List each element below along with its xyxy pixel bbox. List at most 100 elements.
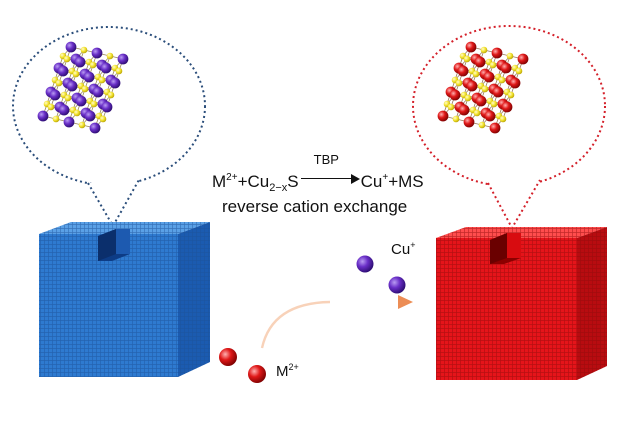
cu2s-metal-atom — [58, 104, 70, 116]
right-bubble-outline — [412, 25, 606, 187]
ms-sulfur-atom — [473, 109, 481, 117]
ms-metal-atom — [463, 116, 475, 128]
cu2s-metal-atom — [63, 116, 75, 128]
cu2s-sulfur-atom — [73, 109, 81, 117]
process-caption: reverse cation exchange — [222, 197, 408, 216]
cu2s-sulfur-atom — [81, 85, 89, 93]
ms-sulfur-atom — [515, 67, 523, 75]
plus-cu: +Cu — [237, 172, 270, 191]
cu2s-metal-atom — [101, 101, 113, 113]
cu2s-metal-atom — [84, 110, 96, 122]
incoming-ion-charge: 2+ — [288, 362, 299, 372]
reactant-s: S — [287, 172, 299, 191]
product-cu-charge: + — [382, 172, 389, 183]
left-zoom-bubble — [12, 26, 206, 229]
ms-metal-atom — [484, 110, 496, 122]
cu2s-lattice — [37, 41, 129, 134]
ms-metal-atom — [500, 62, 512, 74]
ms-metal-atom — [509, 77, 521, 89]
ms-metal-atom — [501, 101, 513, 113]
cu2s-metal-atom — [37, 110, 49, 122]
ms-sulfur-atom — [499, 115, 507, 123]
cu2s-sulfur-atom — [90, 100, 98, 108]
ms-metal-atom — [437, 110, 449, 122]
cu2s-sulfur-atom — [64, 94, 72, 102]
reactant-m: M — [212, 172, 227, 191]
ms-metal-atom — [475, 95, 487, 107]
released-ion-label: Cu+ — [391, 240, 415, 258]
ms-metal-atom — [489, 122, 501, 134]
ms-nanocube — [436, 227, 607, 380]
ms-metal-atom — [517, 53, 529, 65]
ms-sulfur-atom — [507, 91, 515, 99]
cu2s-sulfur-atom — [47, 103, 55, 111]
cu2s-sulfur-atom — [55, 79, 63, 87]
ms-sulfur-atom — [452, 115, 460, 123]
ms-sulfur-atom — [447, 103, 455, 111]
right-zoom-bubble — [412, 25, 606, 231]
ms-metal-atom — [457, 65, 469, 77]
ms-sulfur-atom — [480, 46, 488, 54]
reaction-equation: M2++Cu2−xS TBP Cu++MS — [212, 152, 424, 194]
cu2s-sulfur-atom — [99, 115, 107, 123]
cu2s-sulfur-atom — [52, 115, 60, 123]
cu2s-metal-atom — [83, 71, 95, 83]
cu2s-sulfur-atom — [89, 61, 97, 69]
cu2s-metal-atom — [75, 95, 87, 107]
product-cu: Cu — [360, 172, 383, 191]
cu2s-metal-atom — [117, 53, 129, 65]
left-bubble-outline — [12, 26, 206, 186]
cu2s-metal-atom — [91, 47, 103, 59]
cu2s-sulfur-atom — [80, 46, 88, 54]
ms-sulfur-atom — [489, 61, 497, 69]
reaction-arrow: TBP — [300, 152, 360, 185]
cu2s-metal-atom — [57, 65, 69, 77]
ms-sulfur-atom — [481, 85, 489, 93]
released-ion-base: Cu — [391, 241, 411, 258]
released-ion-charge: + — [410, 240, 416, 250]
cu2s-metal-atom — [92, 86, 104, 98]
ms-metal-atom — [458, 104, 470, 116]
ms-sulfur-atom — [464, 94, 472, 102]
incoming-m-ions — [219, 348, 266, 383]
exchange-arrow — [236, 295, 413, 349]
ms-metal-atom — [449, 89, 461, 101]
cu2s-sulfur-atom — [63, 55, 71, 63]
product-ms: +MS — [388, 172, 424, 191]
ms-metal-atom — [483, 71, 495, 83]
cu2s-metal-atom — [49, 89, 61, 101]
catalyst-label: TBP — [313, 152, 339, 167]
cu2s-sulfur-atom — [78, 121, 86, 129]
ms-sulfur-atom — [472, 70, 480, 78]
ms-sulfur-atom — [478, 121, 486, 129]
cu2s-metal-atom — [66, 80, 78, 92]
ms-sulfur-atom — [498, 76, 506, 84]
right-bubble-pointer — [487, 179, 541, 231]
cu2s-sulfur-atom — [115, 67, 123, 75]
cu2s-sulfur-atom — [107, 91, 115, 99]
incoming-ion-base: M — [276, 363, 289, 380]
cu2s-sulfur-atom — [72, 70, 80, 78]
ms-metal-atom — [466, 80, 478, 92]
ms-sulfur-atom — [455, 79, 463, 87]
cu-subscript: 2−x — [269, 182, 288, 194]
cu2s-metal-atom — [89, 122, 101, 134]
reaction-arrow-line — [300, 178, 353, 180]
ms-metal-atom — [474, 56, 486, 68]
ms-metal-atom — [465, 41, 477, 53]
ms-sulfur-atom — [506, 52, 514, 60]
left-bubble-pointer — [87, 177, 141, 229]
cu2s-sulfur-atom — [106, 52, 114, 60]
cu2s-metal-atom — [100, 62, 112, 74]
reaction-arrow-head — [350, 173, 360, 184]
reactant-m-charge: 2+ — [226, 172, 238, 183]
cu2s-metal-atom — [74, 56, 86, 68]
cu2s-nanocube — [39, 222, 210, 377]
ms-metal-atom — [491, 47, 503, 59]
incoming-ion-label: M2+ — [276, 362, 299, 380]
ms-sulfur-atom — [490, 100, 498, 108]
cu2s-metal-atom — [109, 77, 121, 89]
released-cu-ions — [356, 255, 406, 294]
